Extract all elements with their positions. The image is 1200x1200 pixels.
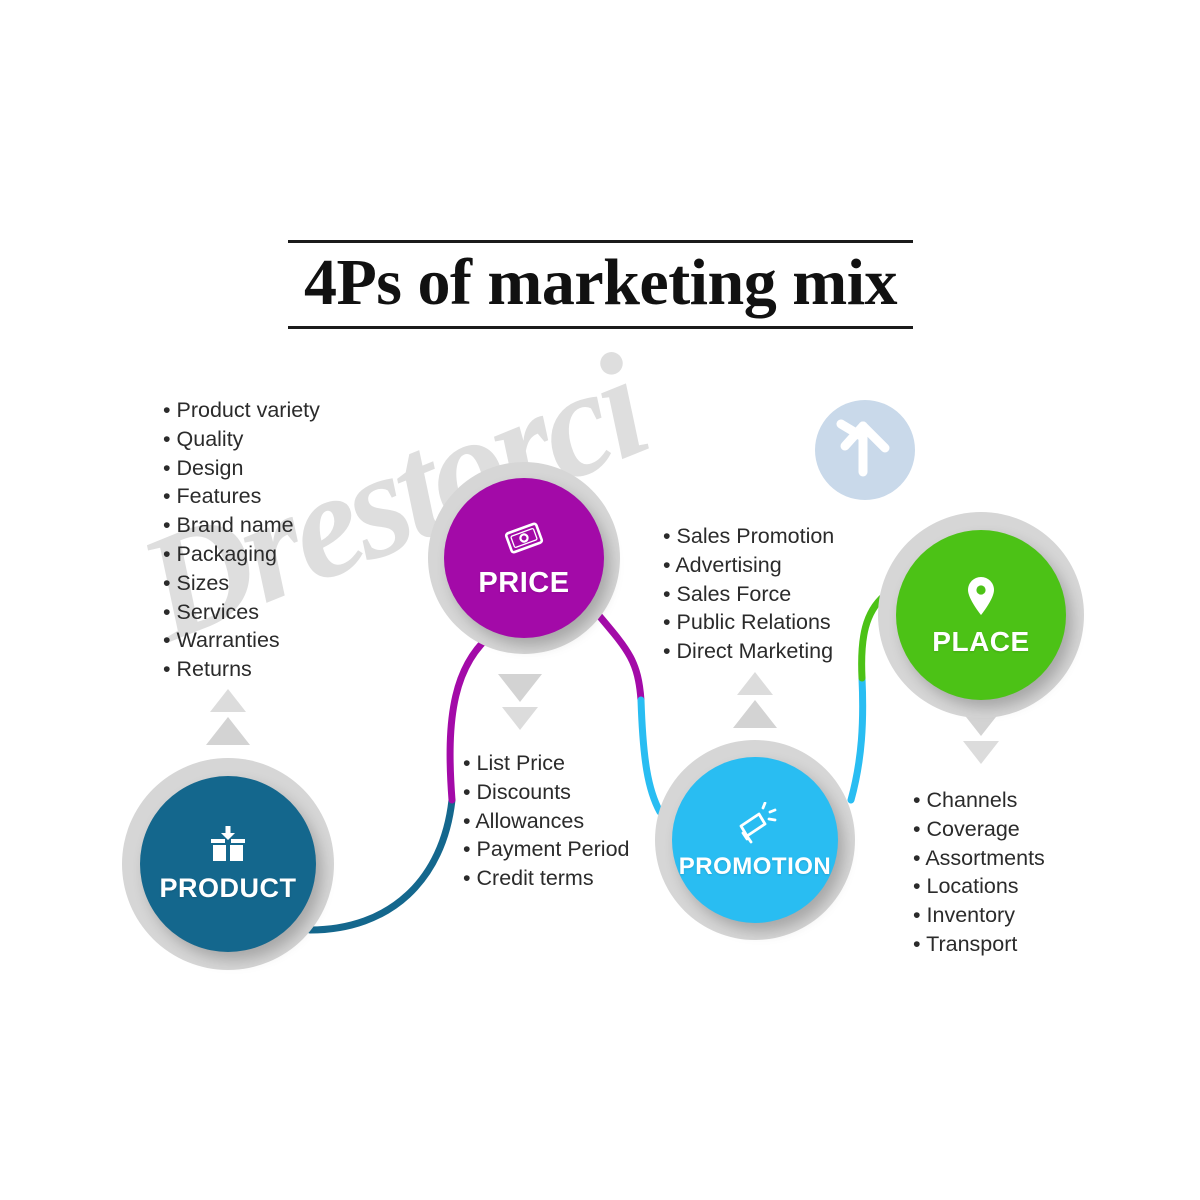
banknote-icon — [502, 518, 546, 563]
node-place-label: PLACE — [932, 625, 1030, 657]
node-product-inner[interactable]: PRODUCT — [140, 776, 316, 952]
open-box-icon — [208, 826, 248, 869]
chevrons-promotion — [733, 672, 777, 728]
list-item: Assortments — [913, 844, 1044, 873]
list-item: Transport — [913, 930, 1045, 959]
connector-promotion-to-place — [847, 674, 867, 804]
node-price[interactable]: PRICE — [428, 462, 620, 654]
list-item: Features — [163, 482, 320, 511]
node-promotion[interactable]: PROMOTION — [655, 740, 855, 940]
list-item: Payment Period — [463, 835, 630, 864]
list-item: Brand name — [163, 511, 320, 540]
megaphone-icon — [732, 801, 778, 849]
chevron-down-icon — [502, 707, 538, 730]
node-place-inner[interactable]: PLACE — [896, 530, 1066, 700]
list-item: Direct Marketing — [663, 637, 834, 666]
node-product-label: PRODUCT — [159, 873, 297, 903]
chevron-down-icon — [963, 741, 999, 764]
list-item: Public Relations — [663, 608, 834, 637]
list-item: Sizes — [163, 569, 320, 598]
list-item: Product variety — [163, 396, 320, 425]
chevron-down-icon — [498, 674, 542, 702]
node-place[interactable]: PLACE — [878, 512, 1084, 718]
chevron-up-icon — [733, 700, 777, 728]
list-item: Coverage — [913, 815, 1045, 844]
list-item: Quality — [163, 425, 320, 454]
title-rule-top — [288, 240, 913, 243]
chevron-up-icon — [737, 672, 773, 695]
list-promotion: Sales PromotionAdvertisingSales ForcePub… — [663, 522, 834, 666]
list-item: Channels — [913, 786, 1045, 815]
list-item: Packaging — [163, 540, 320, 569]
node-promotion-inner[interactable]: PROMOTION — [672, 757, 838, 923]
list-price: List PriceDiscountsAllowancesPayment Per… — [463, 749, 629, 893]
list-item: Services — [163, 598, 320, 627]
node-product[interactable]: PRODUCT — [122, 758, 334, 970]
list-item: Sales Promotion — [663, 522, 835, 551]
node-price-inner[interactable]: PRICE — [444, 478, 604, 638]
list-item: Sales Force — [663, 580, 834, 609]
page-title: 4Ps of marketing mix — [288, 240, 913, 330]
node-price-label: PRICE — [478, 567, 570, 599]
list-place: ChannelsCoverageAssortmentsLocationsInve… — [913, 786, 1045, 959]
chevron-up-icon — [206, 717, 250, 745]
node-promotion-label: PROMOTION — [678, 852, 832, 880]
list-product: Product varietyQualityDesignFeaturesBran… — [163, 396, 320, 684]
connector-promotion-segment — [637, 696, 664, 816]
list-item: Warranties — [163, 626, 320, 655]
list-item: Credit terms — [463, 864, 629, 893]
list-item: Design — [163, 454, 320, 483]
connector-price-to-promotion — [592, 608, 645, 704]
list-item: Advertising — [663, 551, 834, 580]
list-item: List Price — [463, 749, 629, 778]
list-item: Locations — [913, 872, 1045, 901]
list-item: Inventory — [913, 901, 1045, 930]
list-item: Allowances — [463, 807, 629, 836]
chevron-up-icon — [210, 689, 246, 712]
list-item: Discounts — [463, 778, 629, 807]
location-pin-icon — [966, 575, 996, 622]
title-rule-bottom — [288, 326, 913, 330]
connector-product-to-price — [306, 796, 456, 934]
list-item: Returns — [163, 655, 320, 684]
chevrons-price — [498, 674, 542, 730]
title-text: 4Ps of marketing mix — [303, 246, 898, 319]
chevrons-product — [206, 689, 250, 745]
